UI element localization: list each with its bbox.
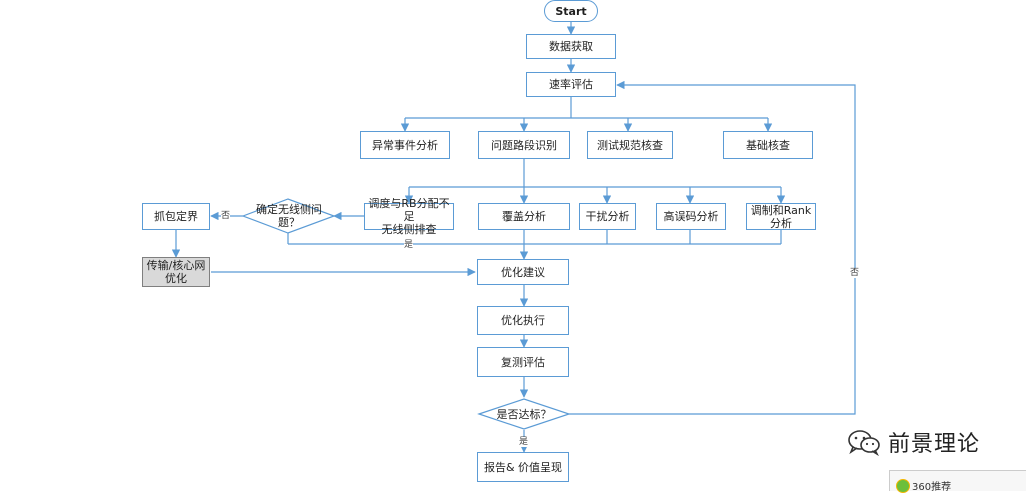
opt-exec-node: 优化执行 bbox=[477, 306, 569, 335]
edge-label-yes-report: 是 bbox=[519, 437, 529, 447]
bit-error-node: 高误码分析 bbox=[656, 203, 726, 230]
test-spec-node: 测试规范核查 bbox=[587, 131, 673, 159]
decision-target-shape bbox=[477, 398, 571, 430]
transport-core-line1: 传输/核心网 bbox=[146, 259, 206, 272]
coverage-node: 覆盖分析 bbox=[478, 203, 570, 230]
capture-define-node: 抓包定界 bbox=[142, 203, 210, 230]
transport-core-line2: 优化 bbox=[165, 272, 187, 285]
opt-suggest-node: 优化建议 bbox=[477, 259, 569, 285]
decision-wireless-label: 确定无线侧问 题？ bbox=[250, 203, 328, 229]
transport-core-node: 传输/核心网 优化 bbox=[142, 257, 210, 287]
decision-wireless-line2: 题？ bbox=[278, 216, 300, 229]
watermark-text: 前景理论 bbox=[888, 432, 981, 457]
edge-target-no-loop bbox=[569, 80, 856, 415]
360-logo-icon bbox=[896, 479, 910, 493]
edge-label-no-capture: 否 bbox=[221, 211, 231, 221]
wechat-icon bbox=[848, 430, 880, 456]
start-node: Start bbox=[544, 0, 598, 22]
mod-rank-line2: 分析 bbox=[770, 216, 792, 230]
report-node: 报告& 价值呈现 bbox=[477, 452, 569, 482]
data-acquisition-node: 数据获取 bbox=[526, 34, 616, 59]
scheduling-rb-node: 调度与RB分配不足 无线侧排查 bbox=[364, 197, 454, 236]
abnormal-event-node: 异常事件分析 bbox=[360, 131, 450, 159]
edge-label-no-loop: 否 bbox=[850, 268, 860, 278]
decision-target-label: 是否达标？ bbox=[496, 407, 552, 421]
rate-eval-node: 速率评估 bbox=[526, 72, 616, 97]
decision-wireless-line1: 确定无线侧问 bbox=[256, 203, 322, 216]
retest-eval-node: 复测评估 bbox=[477, 347, 569, 377]
scheduling-rb-line1: 调度与RB分配不足 bbox=[368, 197, 450, 223]
mod-rank-node: 调制和Rank 分析 bbox=[746, 203, 816, 230]
interference-node: 干扰分析 bbox=[579, 203, 636, 230]
basic-check-node: 基础核查 bbox=[723, 131, 813, 159]
recommend-popup[interactable]: 360推荐 bbox=[889, 470, 1026, 493]
mod-rank-line1: 调制和Rank bbox=[750, 203, 812, 217]
decision-wireless-shape bbox=[241, 198, 336, 234]
problem-segment-node: 问题路段识别 bbox=[478, 131, 570, 159]
scheduling-rb-line2: 无线侧排查 bbox=[381, 223, 437, 236]
edge-label-yes-wireless: 是 bbox=[404, 240, 414, 250]
wechat-watermark: 前景理论 bbox=[846, 424, 980, 460]
